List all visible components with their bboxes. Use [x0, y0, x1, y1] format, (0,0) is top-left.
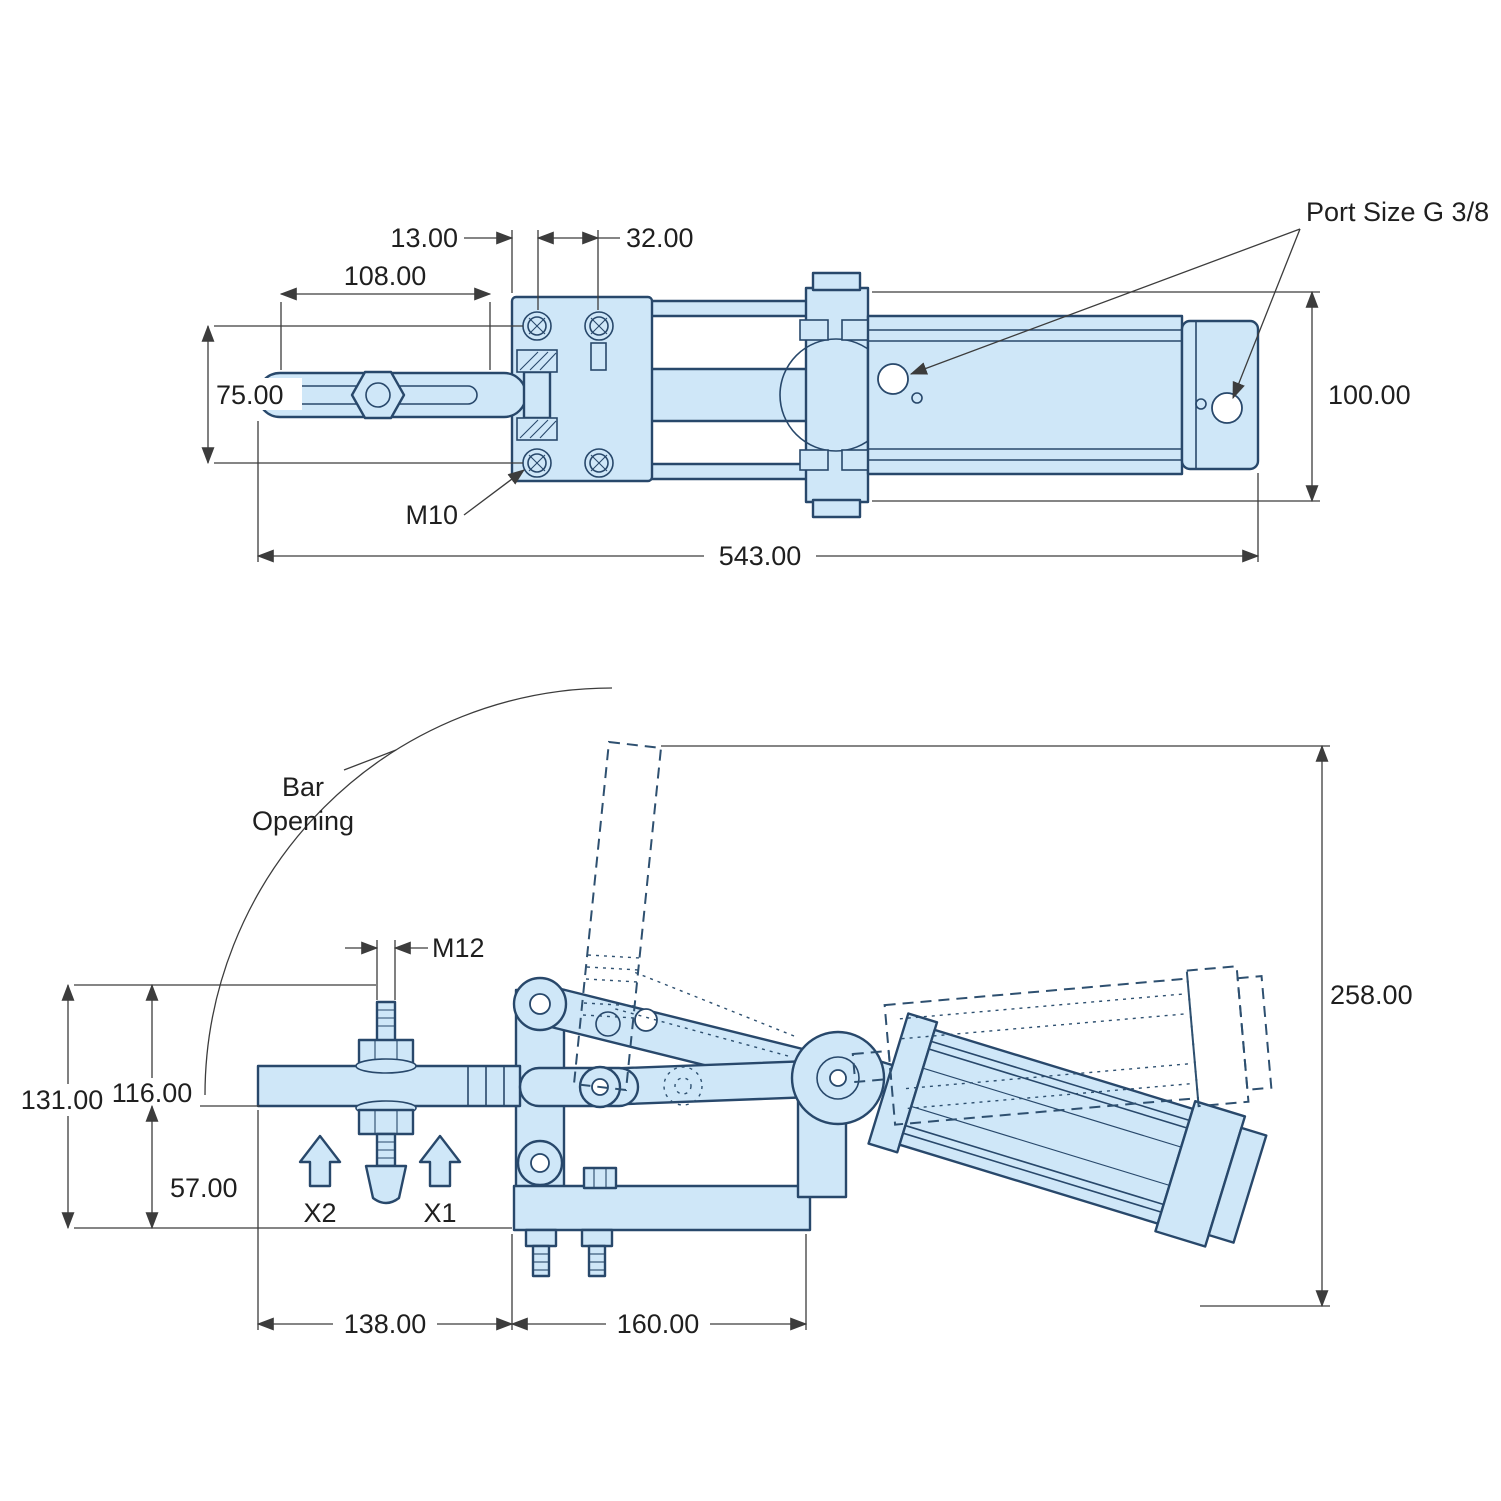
- x1-text: X1: [423, 1198, 456, 1228]
- dim-258-text: 258.00: [1330, 980, 1413, 1010]
- port-hole-front: [877, 363, 909, 395]
- dim-258: 258.00: [661, 744, 1436, 1308]
- spindle-foot: [364, 1164, 408, 1205]
- dim-75-text: 75.00: [216, 380, 284, 410]
- cylinder-solid: [848, 1012, 1268, 1248]
- dim-57: 57.00: [145, 1104, 248, 1230]
- bar-opening-text-2: Opening: [252, 806, 354, 836]
- dim-131: 131.00: [14, 983, 512, 1230]
- dim-108: 108.00: [279, 261, 492, 370]
- dim-75: 75.00: [201, 324, 523, 465]
- cylinder-body-top: [866, 314, 1184, 476]
- label-port-size: Port Size G 3/8: [909, 197, 1489, 400]
- spindle-assembly: [355, 1000, 417, 1205]
- x1-arrow: X1: [418, 1134, 462, 1228]
- label-bar-opening: Bar Opening: [252, 772, 354, 836]
- socket-bolt: [522, 448, 552, 478]
- dim-108-text: 108.00: [344, 261, 427, 291]
- dim-100-text: 100.00: [1328, 380, 1411, 410]
- base-nut: [582, 1166, 618, 1190]
- flange-coupling: [779, 271, 893, 519]
- socket-bolt: [584, 311, 614, 341]
- top-view: 13.00 32.00 108.00 75.00 M10: [201, 197, 1489, 572]
- socket-bolts: [522, 311, 614, 478]
- dim-138: 138.00: [256, 1110, 514, 1340]
- dim-543-text: 543.00: [719, 541, 802, 571]
- mounting-bolt: [524, 1228, 558, 1278]
- dim-13-text: 13.00: [390, 223, 458, 253]
- dim-138-text: 138.00: [344, 1309, 427, 1339]
- x2-arrow: X2: [298, 1134, 342, 1228]
- bar-opening-text-1: Bar: [282, 772, 324, 802]
- dim-32-text: 32.00: [626, 223, 694, 253]
- dim-13: 13.00: [390, 223, 539, 310]
- dim-160: 160.00: [510, 1234, 808, 1340]
- cylinder-end-cap: [1180, 319, 1260, 471]
- dim-116: 116.00: [104, 983, 260, 1110]
- socket-bolt: [584, 448, 614, 478]
- clevis-pivot-blocks: [516, 349, 558, 441]
- clamp-arm-open-phantom: [572, 740, 795, 1092]
- spindle-nut-top: [350, 370, 406, 420]
- pivots: [512, 976, 886, 1187]
- m12-text: M12: [432, 933, 485, 963]
- bar-opening-arc: [204, 687, 613, 1096]
- mounting-bolt: [580, 1228, 614, 1278]
- piston-rod-top: [648, 367, 812, 423]
- socket-bolt: [522, 311, 552, 341]
- dim-57-text: 57.00: [170, 1173, 238, 1203]
- dim-116-text: 116.00: [112, 1078, 193, 1108]
- port-size-text: Port Size G 3/8: [1306, 197, 1489, 227]
- dim-160-text: 160.00: [617, 1309, 700, 1339]
- dim-32: 32.00: [536, 223, 694, 310]
- side-view: Bar Opening M12 258.00 131.00: [14, 687, 1436, 1340]
- port-hole-end: [1211, 392, 1243, 424]
- dim-543: 543.00: [256, 421, 1260, 572]
- dim-100: 100.00: [872, 290, 1411, 503]
- dim-131-text: 131.00: [21, 1085, 104, 1115]
- m10-text: M10: [405, 500, 458, 530]
- x2-text: X2: [303, 1198, 336, 1228]
- label-m10: M10: [405, 469, 525, 530]
- dim-m12: M12: [345, 933, 485, 1000]
- base-plate: [512, 1184, 812, 1232]
